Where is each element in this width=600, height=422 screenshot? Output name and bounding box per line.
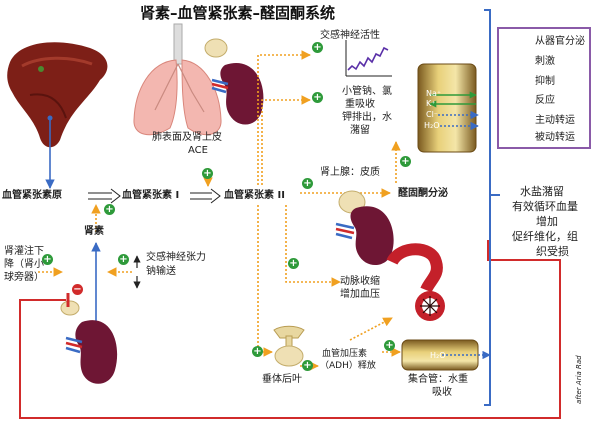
inhibition-loop xyxy=(19,240,561,419)
legend-secretion: 从器官分泌 xyxy=(535,36,585,47)
plus-badge-sympathetic-tension: + xyxy=(118,254,129,265)
plus-badge-adrenal: + xyxy=(302,178,313,189)
tubule-illustration xyxy=(417,63,479,153)
outcome-line3: 增加 xyxy=(536,215,558,228)
plus-badge-aldosterone: + xyxy=(400,156,411,167)
tubular-line3: 钾排出，水 xyxy=(342,112,392,123)
legend-reaction: 反应 xyxy=(535,95,555,106)
angiotensin2-label: 血管紧张素 II xyxy=(224,190,285,201)
plus-badge-tubular: + xyxy=(312,92,323,103)
legend-stimulate: 刺激 xyxy=(535,56,555,67)
arteriole-line2: 增加血压 xyxy=(340,289,380,300)
plus-badge-arteriole: + xyxy=(288,258,299,269)
symp-tension-label: 交感神经张力 xyxy=(146,252,206,263)
diagram-title: 肾素–血管紧张素–醛固酮系统 xyxy=(140,4,336,22)
kidney-middle-illustration xyxy=(335,190,394,266)
adh-line1: 血管加压素 xyxy=(322,349,368,359)
adh-water: H₂O xyxy=(430,351,446,360)
credit-text: after Aria Rad xyxy=(575,355,583,404)
tubular-line1: 小管钠、氯 xyxy=(342,86,392,97)
outcome-line4: 促纤维化，组 xyxy=(512,230,578,243)
lung-ace-line1: 肺表面及肾上皮 xyxy=(152,132,222,143)
collecting-line2: 吸收 xyxy=(432,387,452,398)
perfusion-line3: 球旁器） xyxy=(4,272,44,283)
legend-inhibit: 抑制 xyxy=(535,76,555,87)
legend-active-transport: 主动转运 xyxy=(535,115,575,126)
angiotensinogen-label: 血管紧张素原 xyxy=(2,190,62,201)
arteriole-line1: 动脉收缩 xyxy=(340,276,380,287)
adh-line2: （ADH）释放 xyxy=(320,361,376,371)
plus-badge-adh: + xyxy=(302,360,313,371)
liver-illustration xyxy=(7,42,108,148)
plus-badge-collecting: + xyxy=(384,340,395,351)
artery-illustration xyxy=(386,243,445,321)
pituitary-illustration xyxy=(273,325,305,367)
collecting-duct-illustration xyxy=(401,339,491,371)
sympathetic-activity-label: 交感神经活性 xyxy=(320,30,380,41)
tubular-line2: 重吸收 xyxy=(345,99,375,110)
plus-badge-perfusion: + xyxy=(42,254,53,265)
angiotensin1-label: 血管紧张素 I xyxy=(122,190,180,201)
sodium-delivery-label: 钠输送 xyxy=(146,266,176,277)
outcome-line5: 织受损 xyxy=(536,245,569,258)
ion-cl: Cl⁻ xyxy=(426,110,439,119)
pituitary-label: 垂体后叶 xyxy=(262,374,302,385)
ion-na: Na⁺ xyxy=(426,89,442,98)
sympathetic-chart xyxy=(345,40,392,77)
plus-badge-renin: + xyxy=(104,204,115,215)
adrenal-label: 肾上腺：皮质 xyxy=(320,167,380,178)
perfusion-line1: 肾灌注下 xyxy=(4,246,44,257)
collecting-line1: 集合管：水重 xyxy=(408,374,468,385)
legend-passive-transport: 被动转运 xyxy=(535,132,575,143)
aldosterone-label: 醛固酮分泌 xyxy=(398,188,448,199)
outcome-line1: 水盐潴留 xyxy=(520,185,564,198)
tubular-line4: 潴留 xyxy=(350,125,370,136)
perfusion-line2: 降（肾小 xyxy=(4,259,44,270)
kidney-top-illustration xyxy=(204,38,264,125)
outcome-bracket xyxy=(484,9,500,406)
minus-badge-inhibition: − xyxy=(72,284,83,295)
outcome-line2: 有效循环血量 xyxy=(512,200,578,213)
ion-water: H₂O xyxy=(424,121,440,130)
plus-badge-pituitary: + xyxy=(252,346,263,357)
reaction-arrows xyxy=(88,188,221,204)
plus-badge-sympathetic: + xyxy=(312,42,323,53)
lungs-illustration xyxy=(133,23,222,136)
renin-label: 肾素 xyxy=(84,226,104,237)
legend-box: 从器官分泌 刺激 抑制 反应 主动转运 被动转运 xyxy=(497,27,591,149)
kidney-bottom-illustration xyxy=(60,300,118,384)
ion-k: K⁺ xyxy=(426,99,436,108)
lung-ace-line2: ACE xyxy=(188,145,208,156)
plus-badge-ace: + xyxy=(202,168,213,179)
